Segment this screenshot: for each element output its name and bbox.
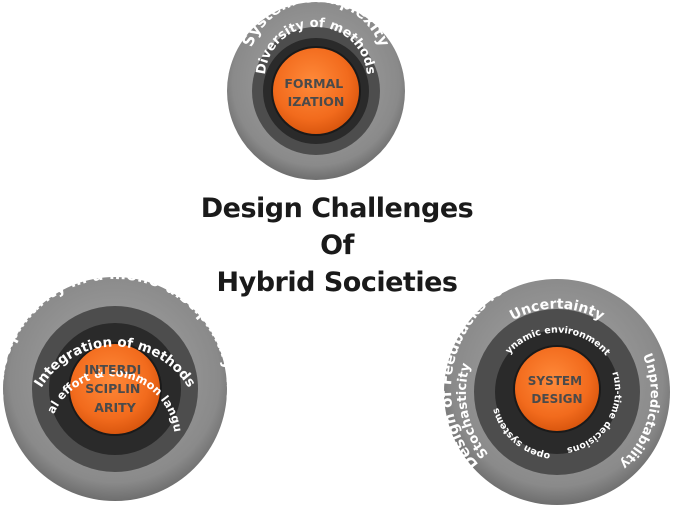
title-line-3: Hybrid Societies — [216, 267, 458, 298]
title-line-1: Design Challenges — [200, 193, 474, 224]
title-line-2: Of — [320, 230, 354, 261]
interdisciplinarity-core-line-1: INTERDI — [84, 362, 141, 377]
system-design-core-line-2: DESIGN — [531, 392, 582, 406]
interdisciplinarity-core-line-2: SCIPLIN — [85, 381, 140, 396]
interdisciplinarity-core-line-3: ARITY — [94, 400, 136, 415]
svg-text:SYSTEM DESIGN: SYSTEM DESIGN — [528, 374, 587, 406]
formalization-circle: System Complexity Diversity of methods F… — [227, 0, 405, 180]
system-design-core — [513, 345, 601, 433]
formalization-core — [271, 46, 361, 136]
svg-text:INTERDI SCIPLIN AR: INTERDI SCIPLIN ARITY — [84, 362, 145, 415]
svg-text:FORMAL IZATION: FORMAL IZATION — [284, 76, 347, 109]
diagram-title: Design Challenges Of Hybrid Societies — [137, 190, 537, 301]
interdisciplinarity-core — [68, 342, 162, 436]
formalization-core-line-1: FORMAL — [284, 76, 343, 91]
formalization-core-line-2: IZATION — [288, 94, 345, 109]
system-design-core-line-1: SYSTEM — [528, 374, 582, 388]
